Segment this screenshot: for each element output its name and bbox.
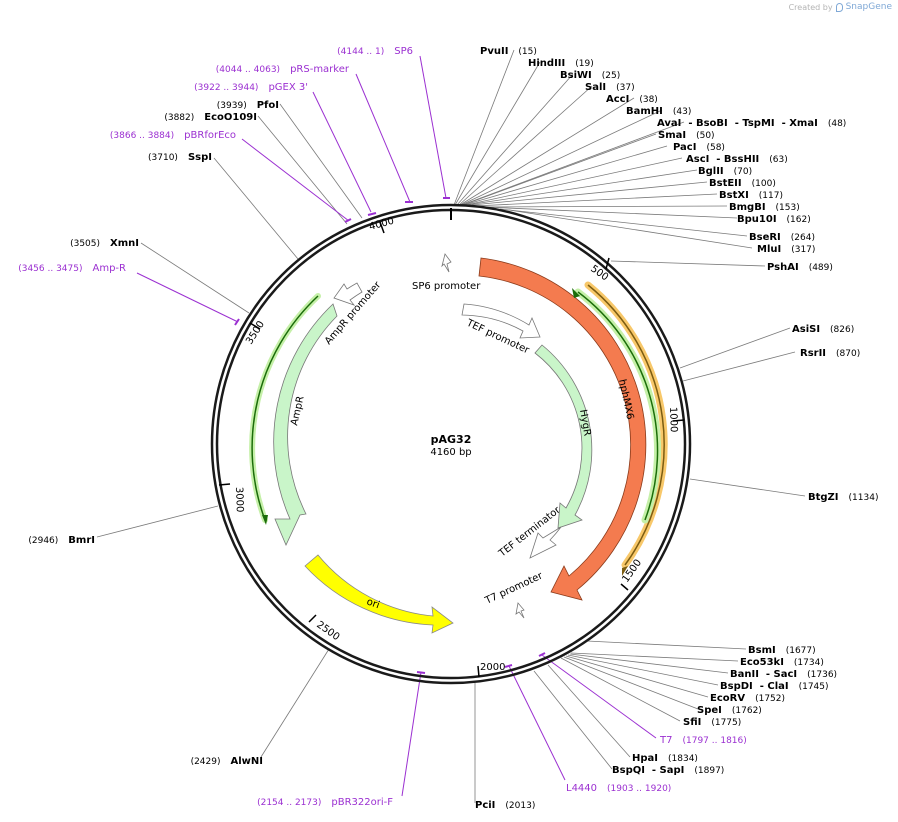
enzyme-site-paci[interactable]: PacI(58)	[673, 142, 725, 153]
feature-label-t7-promoter: T7 promoter	[483, 570, 546, 607]
enzyme-site-hindiii[interactable]: HindIII(19)	[528, 58, 594, 69]
enzyme-site-avai-group[interactable]: AvaI - BsoBI - TspMI - XmaI(48)	[657, 118, 846, 129]
enzyme-site-hpai[interactable]: HpaI(1834)	[632, 753, 698, 764]
ampr-promoter-arrow[interactable]	[333, 282, 363, 306]
enzyme-site-btgzi[interactable]: BtgZI(1134)	[808, 492, 878, 503]
primer-pgex-3[interactable]: (3922 .. 3944)pGEX 3'	[194, 82, 308, 93]
enzyme-site-asisi[interactable]: AsiSI(826)	[792, 324, 854, 335]
feature-label-sp6-promoter: SP6 promoter	[412, 281, 481, 292]
primer-l4440[interactable]: L4440(1903 .. 1920)	[566, 783, 671, 794]
enzyme-site-alwni[interactable]: (2429)AlwNI	[191, 756, 263, 767]
enzyme-site-bmri[interactable]: (2946)BmrI	[28, 535, 95, 546]
enzyme-site-rsrii[interactable]: RsrII(870)	[800, 348, 860, 359]
ori-arrow[interactable]	[304, 554, 454, 634]
feature-label-ori: ori	[365, 596, 381, 611]
t7-promoter-arrow[interactable]	[515, 602, 525, 619]
tef-terminator-arrow[interactable]	[529, 526, 562, 559]
enzyme-site-eco53ki[interactable]: Eco53kI(1734)	[740, 657, 824, 668]
credit-prefix: Created by	[788, 2, 833, 12]
backbone-outer-ring	[210, 203, 692, 685]
primer-pbr322ori-f[interactable]: (2154 .. 2173)pBR322ori-F	[257, 797, 393, 808]
enzyme-site-pvuii[interactable]: PvuII(15)	[480, 46, 537, 57]
enzyme-site-pcii[interactable]: PciI(2013)	[475, 800, 535, 811]
primer-labels: (4144 .. 1)SP6 (4044 .. 4063)pRS-marker …	[18, 46, 747, 808]
enzyme-site-pfoi[interactable]: (3939)PfoI	[217, 100, 279, 111]
tef-promoter-arrow[interactable]	[461, 303, 541, 339]
enzyme-labels-right: PvuII(15) HindIII(19) BsiWI(25) SalI(37)…	[475, 46, 878, 811]
orange-overlay-arrowhead	[622, 566, 628, 576]
enzyme-site-asci-group[interactable]: AscI - BssHII(63)	[686, 154, 788, 165]
hphmx6-orange-overlay-line	[587, 284, 665, 566]
enzyme-site-mlui[interactable]: MluI(317)	[757, 244, 815, 255]
enzyme-site-bspdi-group[interactable]: BspDI - ClaI(1745)	[720, 681, 829, 692]
enzyme-site-ecorv[interactable]: EcoRV(1752)	[710, 693, 785, 704]
enzyme-labels-left: (2429)AlwNI (2946)BmrI (3505)XmnI (3710)…	[28, 100, 279, 767]
tick-label-2500: 2500	[314, 619, 341, 643]
enzyme-site-bsteii[interactable]: BstEII(100)	[709, 178, 776, 189]
tick-label-3000: 3000	[233, 487, 245, 513]
enzyme-site-xmni[interactable]: (3505)XmnI	[70, 238, 139, 249]
hygr-green-overlay-line	[577, 291, 659, 521]
ampr-green-overlay-line	[251, 295, 319, 521]
ruler-ticks	[218, 221, 685, 678]
enzyme-leader-lines	[96, 49, 806, 803]
ampr-arrow[interactable]	[273, 303, 338, 546]
enzyme-site-bmgbi[interactable]: BmgBI(153)	[729, 202, 800, 213]
enzyme-site-acci[interactable]: AccI(38)	[606, 94, 658, 105]
green-overlay-arrowhead-top	[572, 288, 580, 298]
ampr-overlay-arrowhead	[262, 515, 268, 525]
enzyme-site-smai[interactable]: SmaI(50)	[658, 130, 715, 141]
enzyme-site-sfii[interactable]: SfiI(1775)	[683, 717, 741, 728]
primer-prs-marker[interactable]: (4044 .. 4063)pRS-marker	[216, 64, 350, 75]
enzyme-site-bspqi-group[interactable]: BspQI - SapI(1897)	[612, 765, 724, 776]
enzyme-site-ecoo109i[interactable]: (3882)EcoO109I	[164, 112, 257, 123]
primer-leader-lines	[136, 55, 657, 797]
primer-t7[interactable]: T7(1797 .. 1816)	[659, 735, 747, 746]
tick-label-1000: 1000	[667, 407, 679, 433]
sp6-promoter-arrow[interactable]	[441, 253, 452, 273]
primer-pbrforeco[interactable]: (3866 .. 3884)pBRforEco	[110, 130, 236, 141]
tick-label-2000: 2000	[480, 662, 505, 673]
feature-label-hygr: HygR	[577, 409, 592, 437]
credit-brand: SnapGene	[845, 2, 892, 12]
primer-binding-marks	[234, 197, 546, 674]
snapgene-credit: Created by SnapGene	[789, 2, 892, 12]
hygr-arrow[interactable]	[534, 344, 593, 529]
enzyme-site-bpu10i[interactable]: Bpu10I(162)	[737, 214, 811, 225]
plasmid-size: 4160 bp	[430, 447, 471, 458]
plasmid-name: pAG32	[431, 433, 472, 446]
enzyme-site-bseri[interactable]: BseRI(264)	[749, 232, 815, 243]
enzyme-site-sali[interactable]: SalI(37)	[585, 82, 635, 93]
enzyme-site-bglii[interactable]: BglII(70)	[698, 166, 752, 177]
enzyme-site-sspi[interactable]: (3710)SspI	[148, 152, 212, 163]
enzyme-site-bamhi[interactable]: BamHI(43)	[626, 106, 691, 117]
enzyme-site-banii-group[interactable]: BanII - SacI(1736)	[730, 669, 837, 680]
enzyme-site-pshai[interactable]: PshAI(489)	[767, 262, 833, 273]
enzyme-site-bstxi[interactable]: BstXI(117)	[719, 190, 783, 201]
hphmx6-orf-arrow[interactable]	[478, 257, 647, 601]
enzyme-site-bsiwi[interactable]: BsiWI(25)	[560, 70, 620, 81]
enzyme-site-bsmi[interactable]: BsmI(1677)	[748, 645, 816, 656]
primer-amp-r[interactable]: (3456 .. 3475)Amp-R	[18, 263, 126, 274]
enzyme-site-spei[interactable]: SpeI(1762)	[697, 705, 762, 716]
primer-sp6[interactable]: (4144 .. 1)SP6	[337, 46, 413, 57]
snapgene-logo-icon	[835, 2, 843, 12]
tick-label-3500: 3500	[244, 319, 267, 346]
